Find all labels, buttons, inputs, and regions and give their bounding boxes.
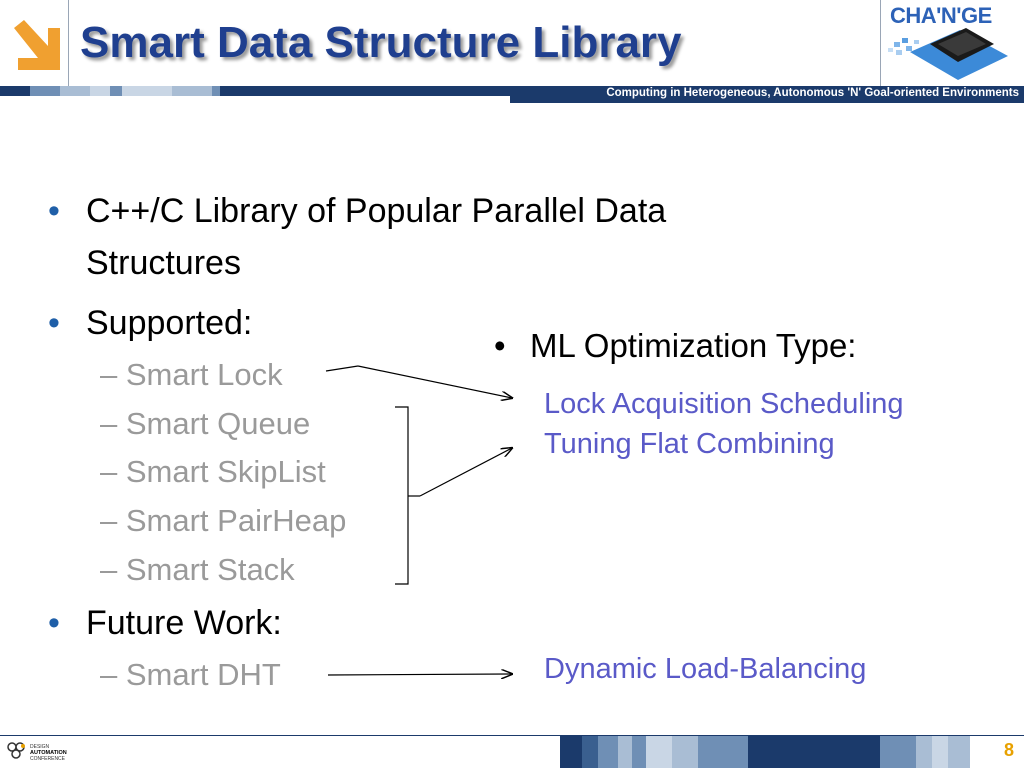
sub-item-smart-lock: – Smart Lock xyxy=(100,357,283,392)
bullet-library: •C++/C Library of Popular Parallel Data xyxy=(48,186,666,236)
bullet-library-cont: Structures xyxy=(86,244,241,282)
sub-item-smart-dht: – Smart DHT xyxy=(100,657,281,692)
page-number: 8 xyxy=(1003,740,1014,760)
arrow-lock-to-scheduling xyxy=(357,365,512,398)
header-color-bar xyxy=(0,86,1024,96)
sub-item-smart-queue: – Smart Queue xyxy=(100,406,311,441)
orange-arrow-icon xyxy=(8,18,62,72)
dynamic-load-balancing: Dynamic Load-Balancing xyxy=(544,653,867,685)
header-divider-right xyxy=(880,0,881,86)
bullet-future-work: •Future Work: xyxy=(48,598,282,648)
arrow-smart-lock xyxy=(325,365,359,372)
header-divider-left xyxy=(68,0,69,86)
svg-text:DESIGN: DESIGN xyxy=(30,744,50,750)
footer-line xyxy=(0,735,1024,736)
dac-logo: DESIGN AUTOMATION CONFERENCE xyxy=(6,740,70,762)
lock-acquisition-scheduling: Lock Acquisition Scheduling xyxy=(544,388,904,420)
bullet-dot: • xyxy=(48,304,60,342)
slide-title: Smart Data Structure Library xyxy=(80,18,682,67)
bullet-dot: • xyxy=(494,327,506,364)
sub-item-smart-stack: – Smart Stack xyxy=(100,552,295,587)
footer-color-bar xyxy=(560,736,1024,768)
bullet-dot: • xyxy=(48,604,60,642)
svg-text:CONFERENCE: CONFERENCE xyxy=(30,756,66,762)
bracket-supported-group xyxy=(395,406,409,585)
sub-item-smart-skiplist: – Smart SkipList xyxy=(100,454,326,489)
sub-item-smart-pairheap: – Smart PairHeap xyxy=(100,503,347,538)
bullet-supported: •Supported: xyxy=(48,298,252,348)
bullet-dot: • xyxy=(48,192,60,230)
arrow-dht-to-load-balancing xyxy=(327,674,512,675)
tagline-bar: Computing in Heterogeneous, Autonomous '… xyxy=(510,86,1024,103)
change-logo: CHA'N'GE xyxy=(886,0,1014,84)
logo-text: CHA'N'GE xyxy=(890,3,992,28)
ml-optimization-heading: •ML Optimization Type: xyxy=(494,327,857,364)
tagline: Computing in Heterogeneous, Autonomous '… xyxy=(606,87,1019,99)
svg-text:AUTOMATION: AUTOMATION xyxy=(30,750,67,756)
tuning-flat-combining: Tuning Flat Combining xyxy=(544,428,835,460)
arrow-group-to-flat-combining xyxy=(419,448,512,497)
